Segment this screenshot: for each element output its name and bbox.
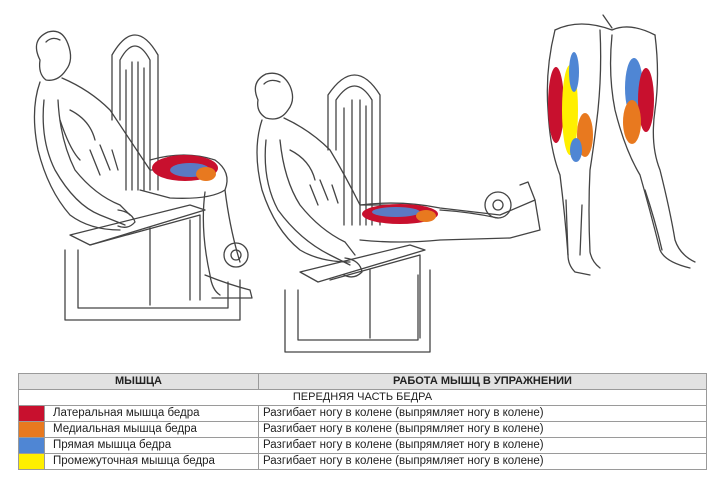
color-swatch bbox=[18, 405, 45, 422]
muscle-work: Разгибает ногу в колене (выпрямляет ногу… bbox=[258, 405, 707, 422]
section-row: ПЕРЕДНЯЯ ЧАСТЬ БЕДРА bbox=[18, 389, 707, 406]
muscle-name: Промежуточная мышца бедра bbox=[44, 453, 259, 470]
muscle-work: Разгибает ногу в колене (выпрямляет ногу… bbox=[258, 421, 707, 438]
exercise-illustration bbox=[33, 14, 696, 353]
header-work: РАБОТА МЫШЦ В УПРАЖНЕНИИ bbox=[258, 373, 707, 390]
muscle-name: Латеральная мышца бедра bbox=[44, 405, 259, 422]
color-swatch bbox=[18, 437, 45, 454]
table-row: Медиальная мышца бедра Разгибает ногу в … bbox=[18, 421, 707, 438]
quadriceps-anatomy-figure bbox=[546, 14, 696, 276]
muscle-work: Разгибает ногу в колене (выпрямляет ногу… bbox=[258, 453, 707, 470]
table-row: Промежуточная мышца бедра Разгибает ногу… bbox=[18, 453, 707, 470]
table-row: Прямая мышца бедра Разгибает ногу в коле… bbox=[18, 437, 707, 454]
leg-extension-start-figure bbox=[33, 30, 253, 321]
muscle-name: Прямая мышца бедра bbox=[44, 437, 259, 454]
muscle-work-table: МЫШЦА РАБОТА МЫШЦ В УПРАЖНЕНИИ ПЕРЕДНЯЯ … bbox=[18, 373, 707, 470]
start-thigh-muscles bbox=[152, 155, 218, 181]
muscle-name: Медиальная мышца бедра bbox=[44, 421, 259, 438]
leg-extension-end-figure bbox=[254, 72, 541, 353]
anatomy-muscles bbox=[548, 52, 654, 162]
table-header-row: МЫШЦА РАБОТА МЫШЦ В УПРАЖНЕНИИ bbox=[18, 373, 707, 390]
section-title: ПЕРЕДНЯЯ ЧАСТЬ БЕДРА bbox=[18, 389, 707, 406]
color-swatch bbox=[18, 421, 45, 438]
color-swatch bbox=[18, 453, 45, 470]
muscle-work: Разгибает ногу в колене (выпрямляет ногу… bbox=[258, 437, 707, 454]
table-row: Латеральная мышца бедра Разгибает ногу в… bbox=[18, 405, 707, 422]
header-muscle: МЫШЦА bbox=[18, 373, 259, 390]
end-thigh-muscles bbox=[362, 204, 438, 224]
